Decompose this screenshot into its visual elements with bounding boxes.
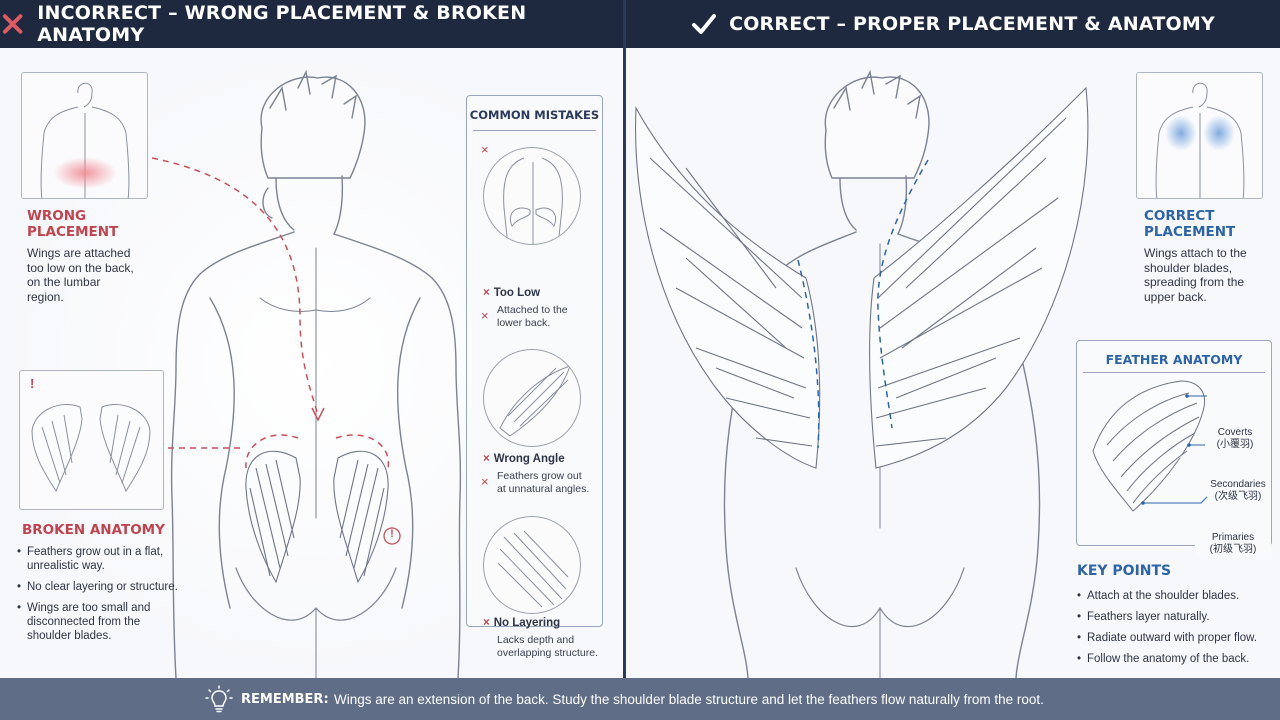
mistake-too-low-illustration: [483, 147, 581, 245]
correct-header: CORRECT – PROPER PLACEMENT & ANATOMY: [626, 0, 1280, 48]
incorrect-panel: ! WRONG PLACEMENT Wings are attached too…: [0, 48, 623, 678]
feather-anatomy-box: FEATHER ANATOMY Coverts (小覆羽) Secondarie…: [1076, 340, 1272, 556]
wrong-placement-thumbnail: [21, 72, 148, 199]
mistake-too-low-title: ×Too Low: [483, 287, 541, 299]
wrong-placement-title: WRONG PLACEMENT: [27, 208, 119, 240]
remember-label: REMEMBER:: [241, 691, 329, 707]
correct-header-title: CORRECT – PROPER PLACEMENT & ANATOMY: [729, 13, 1215, 35]
center-divider: [623, 0, 626, 678]
list-item: Radiate outward with proper flow.: [1077, 631, 1277, 645]
wrong-placement-description: Wings are attached too low on the back, …: [27, 246, 134, 304]
list-item: No clear layering or structure.: [17, 580, 179, 594]
remember-message: Wings are an extension of the back. Stud…: [334, 691, 1044, 707]
mistake-wrong-angle-illustration: [483, 349, 581, 447]
coverts-label: Coverts (小覆羽): [1216, 427, 1254, 450]
back-warning-mark: !: [390, 528, 394, 540]
wrong-attachment-outlines: [151, 157, 390, 469]
feather-anatomy-title: FEATHER ANATOMY: [1105, 352, 1243, 367]
properly-placed-wings: [635, 86, 1089, 469]
broken-wings-warning-mark: !: [30, 376, 35, 391]
warning-circle-icon: [383, 527, 401, 545]
correct-placement-title: CORRECT PLACEMENT: [1144, 208, 1236, 240]
shoulder-blade-outlines: [797, 159, 929, 449]
incorrect-header-title: INCORRECT – WRONG PLACEMENT & BROKEN ANA…: [37, 2, 527, 46]
title-divider: [473, 130, 596, 131]
mistake-no-layering-description: Lacks depth and overlapping structure.: [497, 634, 598, 659]
lightbulb-icon: [205, 685, 233, 713]
check-mark-icon: [692, 14, 717, 34]
title-divider: [1083, 372, 1265, 373]
common-mistakes-box: COMMON MISTAKES × ×Too Low Attached to t…: [466, 95, 603, 659]
mistake-x-icon: ×: [481, 474, 489, 489]
list-item: Feathers grow out in a flat, unrealistic…: [17, 545, 179, 573]
mistake-wrong-angle-description: Feathers grow out at unnatural angles.: [497, 470, 590, 495]
low-placed-wings: [245, 450, 389, 584]
shoulder-blade-highlight-sketch: [1155, 82, 1245, 198]
remember-footer: REMEMBER: Wings are an extension of the …: [0, 678, 1280, 720]
wing-feather-diagram: [1092, 380, 1208, 512]
x-mark-icon: [2, 14, 23, 34]
key-points-list: Attach at the shoulder blades. Feathers …: [1077, 589, 1277, 673]
list-item: Feathers layer naturally.: [1077, 610, 1277, 624]
mistake-too-low-description: Attached to the lower back.: [497, 304, 568, 329]
common-mistakes-title: COMMON MISTAKES: [469, 108, 600, 122]
too-low-sketch: [503, 157, 563, 244]
correct-placement-description: Wings attach to the shoulder blades, spr…: [1144, 246, 1247, 304]
mistake-no-layering-title: ×No Layering: [483, 617, 561, 629]
mistake-no-layering-illustration: [483, 516, 581, 614]
primaries-label: Primaries (初级飞羽): [1195, 532, 1271, 556]
mistake-wrong-angle-title: ×Wrong Angle: [483, 453, 565, 465]
correct-placement-thumbnail: [1136, 72, 1263, 199]
correct-panel: CORRECT PLACEMENT Wings attach to the sh…: [626, 48, 1280, 678]
small-flat-wings-sketch: [31, 403, 151, 493]
secondaries-label: Secondaries (次级飞羽): [1210, 479, 1266, 502]
broken-anatomy-title: BROKEN ANATOMY: [22, 522, 165, 538]
list-item: Follow the anatomy of the back.: [1077, 652, 1277, 666]
no-layering-sketch: [497, 530, 569, 608]
mistake-x-icon: ×: [481, 308, 489, 323]
mistake-x-icon: ×: [481, 142, 489, 157]
key-points-title: KEY POINTS: [1077, 563, 1172, 579]
incorrect-header: INCORRECT – WRONG PLACEMENT & BROKEN ANA…: [0, 0, 623, 48]
wrong-angle-sketch: [499, 365, 571, 437]
lumbar-highlight-sketch: [40, 82, 130, 198]
broken-anatomy-list: Feathers grow out in a flat, unrealistic…: [17, 545, 179, 650]
list-item: Wings are too small and disconnected fro…: [17, 601, 179, 643]
broken-wings-thumbnail: !: [19, 370, 164, 510]
list-item: Attach at the shoulder blades.: [1077, 589, 1277, 603]
